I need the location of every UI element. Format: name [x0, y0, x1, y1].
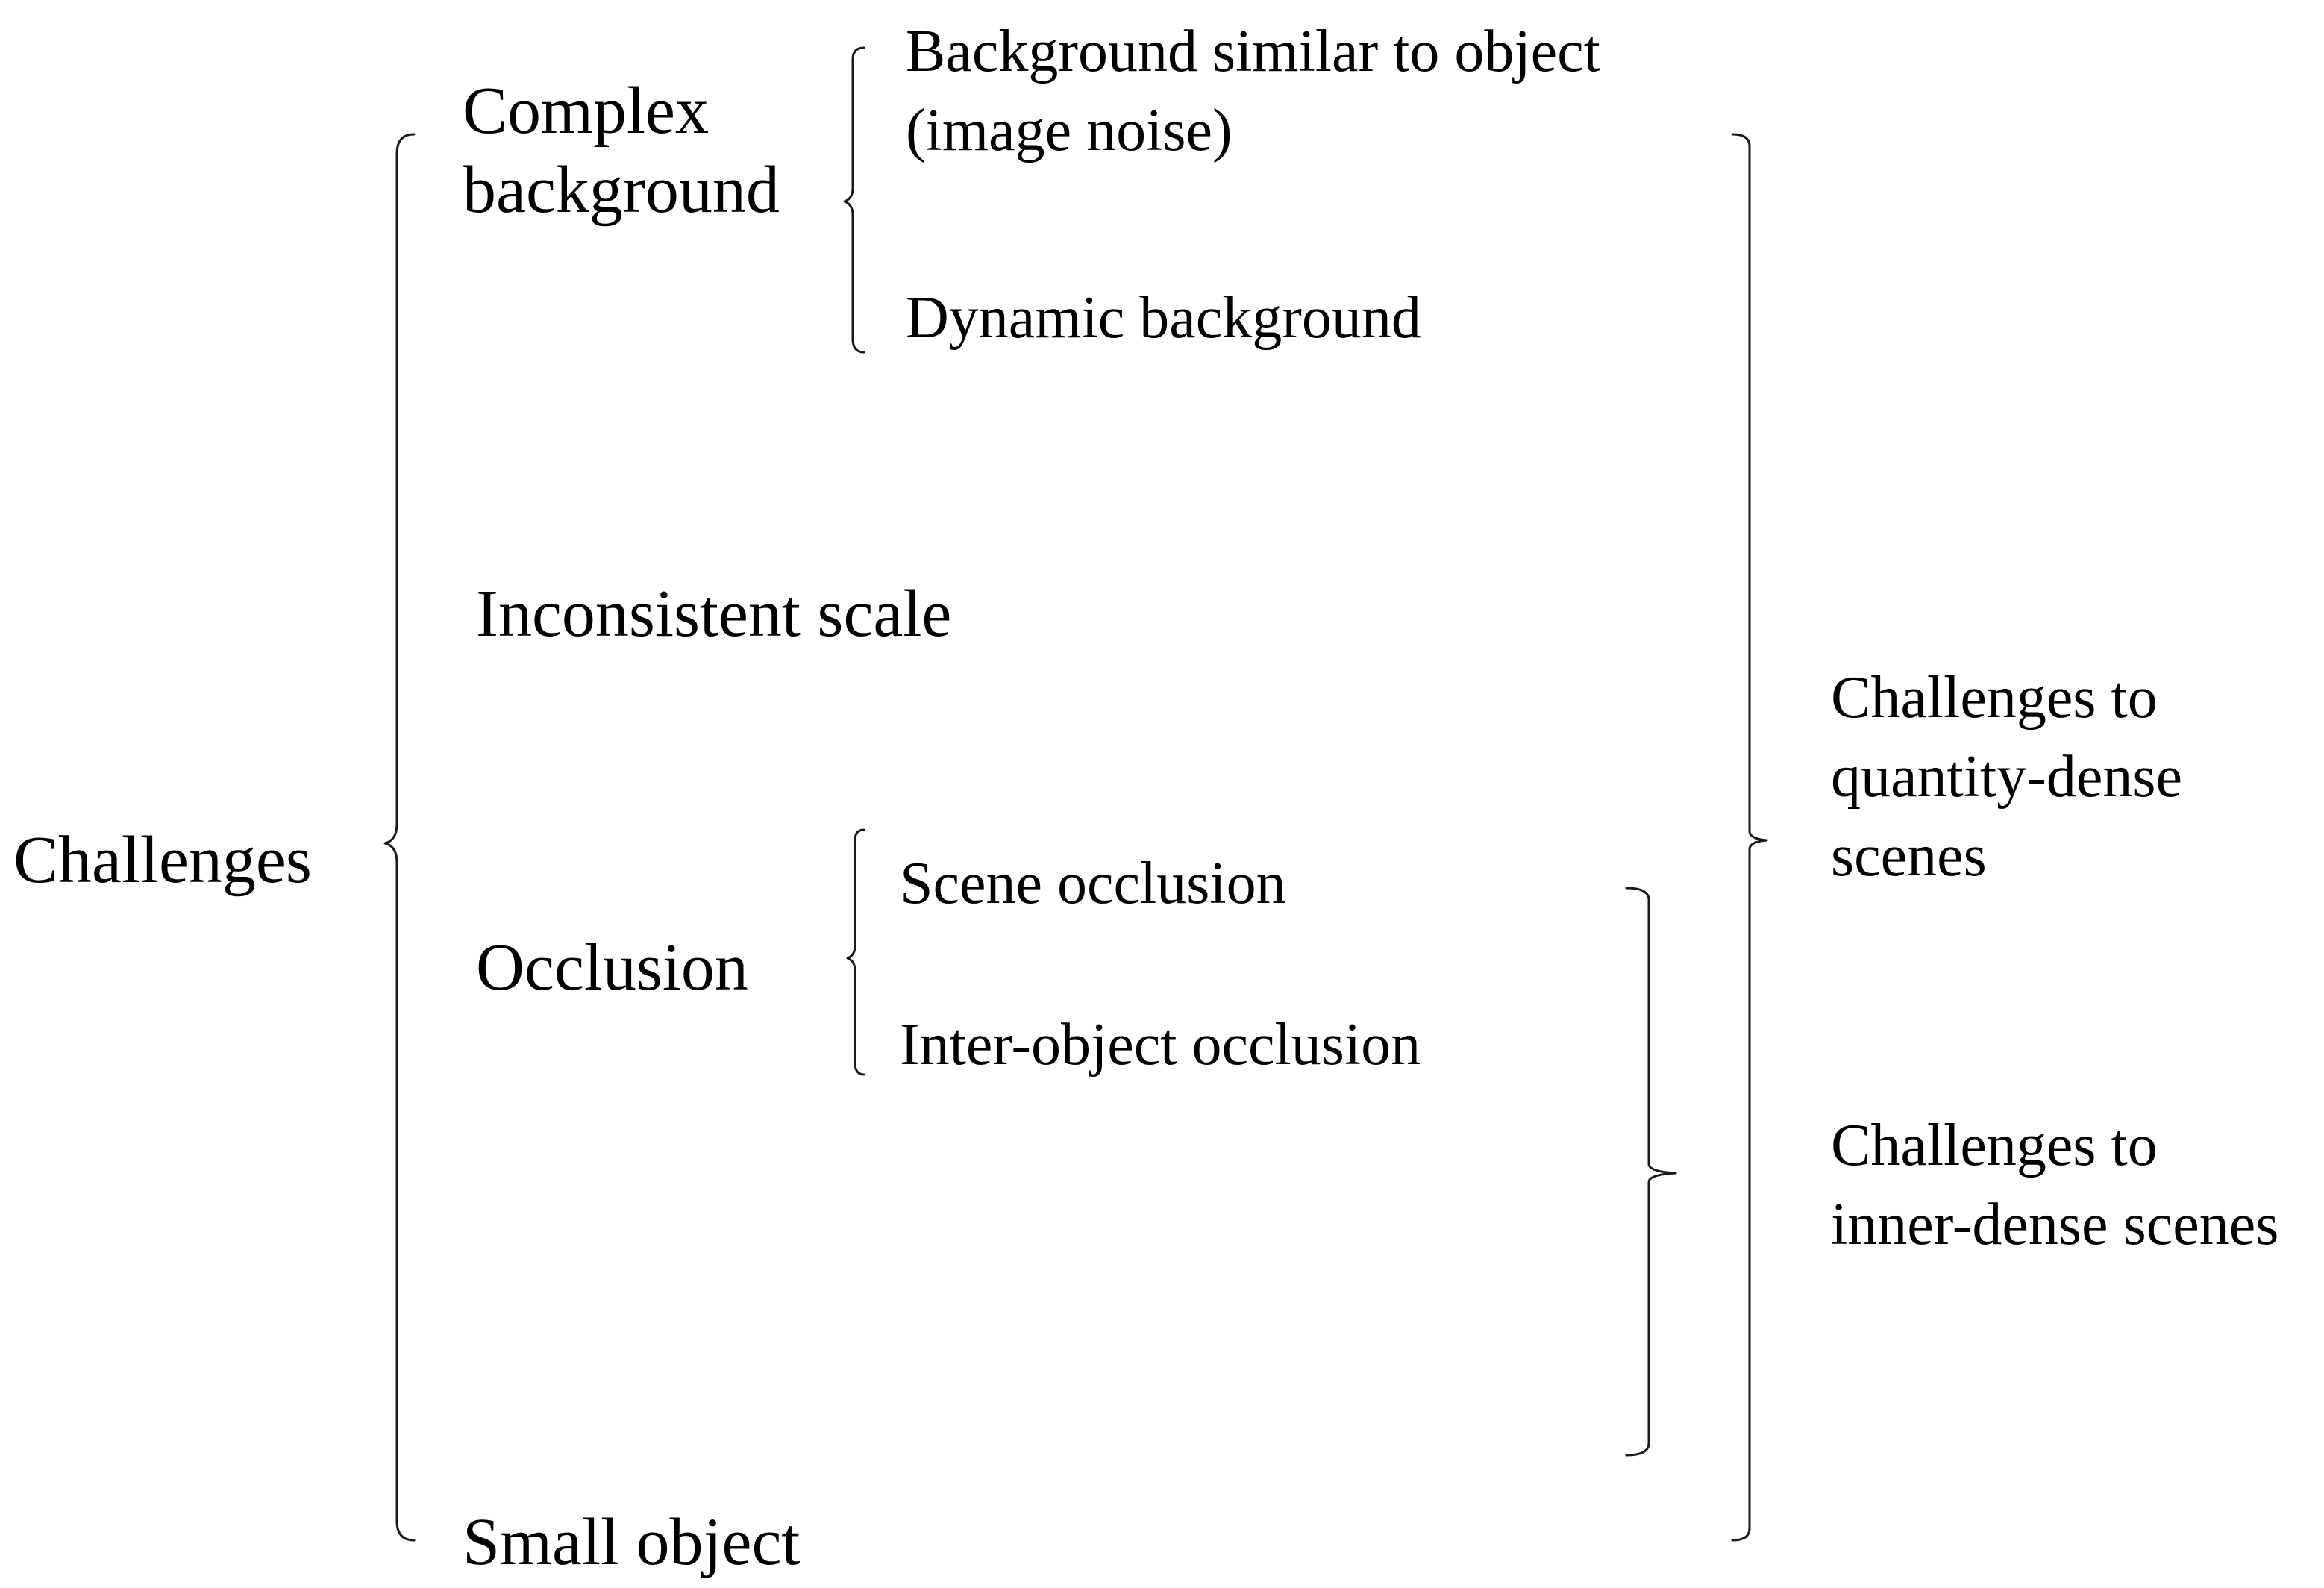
- inner-dense-line2: inner-dense scenes: [1831, 1192, 2279, 1257]
- inner-dense-bracket: [1625, 887, 1677, 1457]
- scene-occlusion-label: Scene occlusion: [900, 851, 1286, 916]
- occlusion-brace: [846, 828, 865, 1076]
- quantity-dense-bracket: [1731, 133, 1768, 1542]
- challenges-root-label: Challenges: [13, 823, 312, 897]
- complex-background-label: Complex background: [463, 72, 780, 230]
- background-similar-line2: (image noise): [906, 98, 1233, 163]
- quantity-dense-line2: quantity-dense: [1831, 744, 2182, 810]
- quantity-dense-label: Challenges to quantity-dense scenes: [1831, 658, 2182, 895]
- complex-background-line1: Complex: [463, 74, 709, 148]
- occlusion-label: Occlusion: [476, 931, 748, 1004]
- background-similar-line1: Background similar to object: [906, 19, 1600, 84]
- inner-dense-label: Challenges to inner-dense scenes: [1831, 1106, 2278, 1264]
- quantity-dense-line1: Challenges to: [1831, 665, 2158, 731]
- small-object-label: Small object: [463, 1505, 801, 1579]
- quantity-dense-line3: scenes: [1831, 823, 1987, 889]
- inconsistent-scale-label: Inconsistent scale: [476, 577, 952, 651]
- inter-object-occlusion-label: Inter-object occlusion: [900, 1012, 1421, 1078]
- dynamic-background-label: Dynamic background: [906, 285, 1421, 351]
- complex-background-brace: [843, 46, 865, 354]
- background-similar-label: Background similar to object (image nois…: [906, 12, 1600, 170]
- complex-background-line2: background: [463, 153, 780, 227]
- inner-dense-line1: Challenges to: [1831, 1113, 2158, 1178]
- challenges-brace: [383, 133, 416, 1542]
